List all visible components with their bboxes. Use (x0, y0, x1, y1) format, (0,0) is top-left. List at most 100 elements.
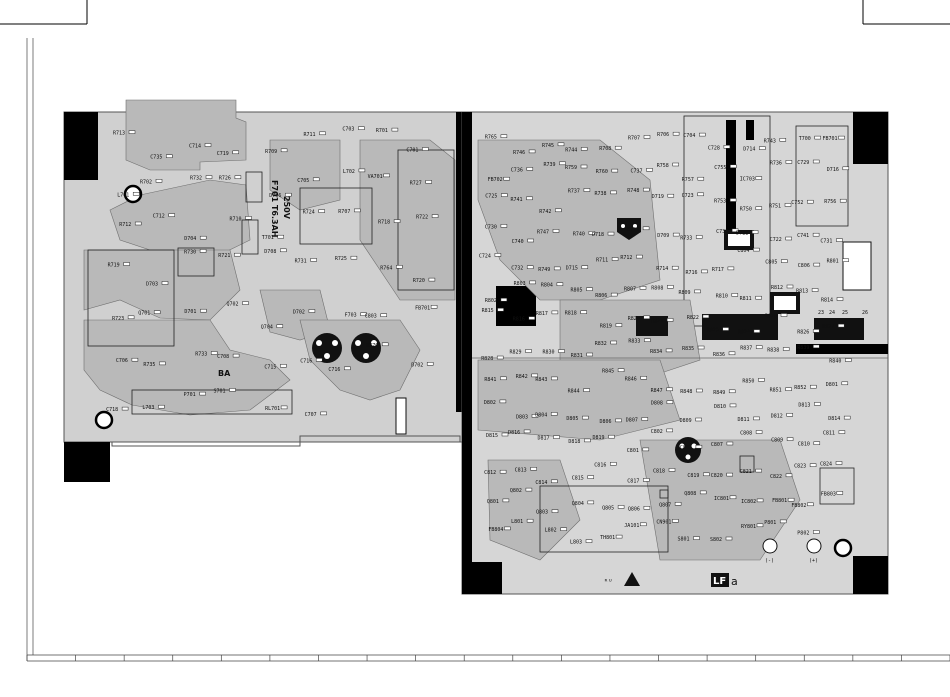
component-footprint (731, 228, 739, 233)
component-footprint (607, 231, 615, 236)
component-label: R841 (484, 377, 496, 383)
component-footprint (608, 434, 615, 439)
component-footprint (159, 361, 166, 366)
component-label: C804 (737, 248, 749, 254)
component-label: D805 (566, 416, 578, 422)
component-footprint (128, 130, 136, 134)
component-label: R751 (769, 203, 781, 209)
component-label: R835 (682, 346, 694, 352)
component-label: R740 (573, 231, 585, 237)
component-footprint (845, 358, 852, 362)
component-label: R718 (378, 220, 390, 226)
component-footprint (496, 355, 504, 360)
component-footprint (553, 266, 561, 271)
warning-triangle-icon (624, 572, 640, 586)
connector-pin-23: 23 (818, 310, 824, 316)
component-footprint (809, 463, 817, 467)
component-label: R815 (482, 308, 494, 314)
component-footprint (504, 526, 511, 531)
component-footprint (753, 416, 760, 421)
component-footprint (586, 287, 593, 291)
component-footprint (722, 327, 729, 331)
component-label: R806 (595, 293, 607, 299)
component-label: R824 (738, 330, 750, 336)
lf-mark-box (711, 573, 729, 587)
component-footprint (640, 522, 647, 527)
component-footprint (810, 384, 817, 389)
component-footprint (383, 173, 390, 178)
component-footprint (580, 310, 587, 314)
component-label: P801 (764, 520, 776, 526)
component-label: R712 (119, 222, 131, 228)
component-label: D807 (626, 418, 638, 424)
component-label: C820 (711, 473, 723, 479)
component-label: R722 (416, 215, 428, 221)
component-footprint (285, 192, 292, 197)
component-label: C724 (479, 253, 491, 259)
component-footprint (580, 147, 588, 151)
component-label: R743 (764, 138, 776, 144)
component-label: T700 (799, 136, 811, 142)
component-label: R832 (595, 341, 607, 347)
component-footprint (753, 329, 761, 333)
component-footprint (813, 344, 820, 349)
component-footprint (755, 468, 762, 473)
component-footprint (280, 405, 288, 410)
component-label: C735 (150, 155, 162, 161)
component-label: D716 (827, 167, 839, 173)
component-footprint (587, 475, 594, 479)
component-label: R819 (600, 324, 612, 330)
component-footprint (559, 161, 566, 166)
component-label: R714 (656, 266, 668, 272)
component-footprint (753, 247, 760, 252)
component-footprint (551, 509, 559, 513)
component-footprint (755, 345, 763, 349)
component-footprint (837, 323, 845, 328)
component-footprint (807, 502, 814, 507)
component-footprint (380, 313, 387, 317)
component-label: R820 (628, 316, 640, 322)
component-label: R735 (143, 362, 155, 368)
component-label: C718 (106, 407, 118, 413)
component-label: C823 (794, 464, 806, 470)
component-footprint (667, 193, 675, 198)
component-label: C815 (572, 476, 584, 482)
component-footprint (553, 435, 560, 439)
component-label: Q701 (138, 311, 150, 317)
component-label: R845 (602, 369, 614, 375)
component-footprint (280, 248, 287, 253)
component-footprint (755, 295, 762, 300)
component-label: L701 (117, 192, 129, 198)
component-label: CN901 (656, 519, 671, 525)
component-label: R834 (650, 349, 662, 355)
sheet-frame (0, 0, 950, 662)
component-footprint (525, 349, 532, 353)
component-label: L703 (142, 405, 154, 411)
component-footprint (426, 362, 434, 366)
component-footprint (643, 315, 650, 320)
component-label: C812 (484, 470, 496, 476)
component-label: D702 (411, 362, 423, 368)
component-label: R702 (140, 179, 152, 185)
component-label: C819 (687, 473, 699, 479)
component-label: FB803 (821, 491, 836, 497)
component-footprint (526, 265, 534, 269)
component-footprint (842, 258, 849, 262)
component-footprint (836, 491, 844, 495)
component-footprint (666, 318, 674, 322)
component-footprint (431, 214, 439, 218)
component-footprint (666, 387, 673, 392)
connector-pin-25: 25 (842, 310, 848, 316)
component-label: C729 (797, 160, 809, 166)
component-footprint (666, 428, 673, 433)
component-footprint (583, 188, 591, 192)
component-label: C725 (485, 194, 497, 200)
component-footprint (350, 255, 358, 260)
ic703-package (617, 218, 641, 240)
component-label: D706 (269, 193, 281, 199)
component-footprint (614, 145, 622, 150)
component-label: C755 (714, 165, 726, 171)
component-label: D718 (592, 232, 604, 238)
component-footprint (199, 249, 207, 253)
